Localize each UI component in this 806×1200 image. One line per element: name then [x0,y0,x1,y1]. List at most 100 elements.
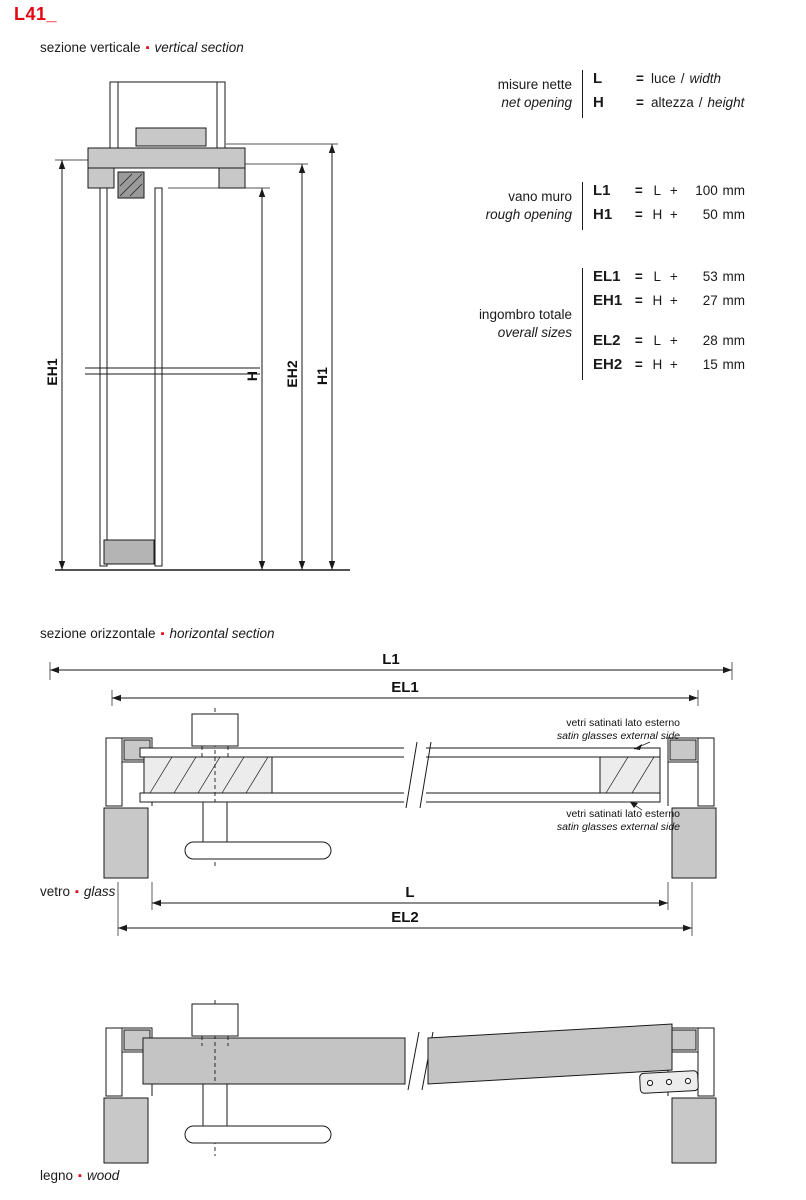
value-en: height [707,95,745,110]
overall-sizes-label-en: overall sizes [497,325,572,340]
plus-sign: + [669,293,678,308]
value-it: luce [651,71,676,86]
horizontal-section-label-en: horizontal section [169,626,275,641]
var-l1: L1 [593,182,611,199]
plus-sign: + [669,207,678,222]
table-row: EH2 = H + 15 mm [593,356,745,380]
page-title: L41_ [14,4,58,24]
wood-material-label: legno▪wood [40,1168,119,1183]
door-handle [184,1000,332,1156]
equals-sign: = [634,293,643,308]
satin-note-en: satin glasses external side [557,730,680,742]
dim-label-el1: EL1 [391,679,419,696]
glass-panel [139,741,661,809]
satin-glass-note-bottom: vetri satinati lato esterno satin glasse… [557,801,680,833]
formula-unit: mm [722,357,746,372]
rough-opening-label: vano muro rough opening [486,188,582,223]
right-spacer [599,756,661,794]
overall-sizes-group: ingombro totale overall sizes EL1 = L + … [479,268,745,380]
plus-sign: + [669,183,678,198]
formula-base: H [652,357,663,372]
formula-base: H [652,293,663,308]
formula-amount: 27 [702,293,718,308]
var-l: L [593,70,603,87]
overall-sizes-label-it: ingombro totale [478,307,572,323]
table-divider [582,268,583,380]
overall-sizes-label: ingombro totale overall sizes [479,306,582,341]
dim-label-eh1: EH1 [44,358,60,385]
var-h1: H1 [593,206,613,223]
table-row: EL1 = L + 53 mm [593,268,745,292]
vertical-section-label-en: vertical section [154,40,244,55]
equals-sign: = [634,207,643,222]
formula-unit: mm [722,183,746,198]
vertical-section-label-it: sezione verticale [40,40,141,55]
vertical-section-drawing: EH1 H EH2 H1 [44,81,350,571]
var-eh1: EH1 [593,292,623,309]
var-eh2: EH2 [593,356,623,373]
rough-opening-label-it: vano muro [508,189,572,205]
table-divider [582,182,583,230]
left-jamb [103,1027,153,1164]
formula-amount: 53 [702,269,718,284]
wood-panel [142,1023,699,1094]
formula-amount: 15 [702,357,718,372]
door-vertical-profile [55,81,350,571]
var-el2: EL2 [593,332,621,349]
lock-plate [639,1070,699,1094]
formula-base: L [653,183,662,198]
wood-label-en: wood [86,1168,120,1183]
net-opening-label: misure nette net opening [498,76,582,111]
satin-note-it: vetri satinati lato esterno [566,717,680,729]
plus-sign: + [669,357,678,372]
var-el1: EL1 [593,268,621,285]
formula-unit: mm [722,269,746,284]
var-h: H [593,94,604,111]
net-opening-label-it: misure nette [497,77,572,93]
table-divider [582,70,583,118]
horizontal-section-label: sezione orizzontale ▪ horizontal section [40,626,275,641]
equals-sign: = [634,183,643,198]
dim-label-h: H [244,371,260,381]
vertical-section-label: sezione verticale ▪ vertical section [40,40,244,55]
table-row: L1 = L + 100 mm [593,182,745,206]
vertical-dimensions: EH1 H EH2 H1 [44,143,338,570]
equals-sign: = [634,357,643,372]
formula-base: L [653,333,662,348]
glass-material-label: vetro ▪ glass [40,884,115,899]
horizontal-section-label-it: sezione orizzontale [40,626,156,641]
formula-amount: 100 [695,183,718,198]
dim-l: L [151,882,669,910]
net-opening-label-en: net opening [501,95,572,110]
dim-label-eh2: EH2 [284,360,300,387]
equals-sign: = [634,269,643,284]
value-en: width [689,71,722,86]
red-bullet-icon: ▪ [160,628,165,640]
right-jamb [667,737,717,879]
table-row: H = altezza / height [593,94,745,118]
plus-sign: + [669,333,678,348]
red-bullet-icon: ▪ [145,42,150,54]
formula-unit: mm [722,333,746,348]
formula-amount: 28 [702,333,718,348]
wood-label-it: legno [40,1168,74,1183]
formula-amount: 50 [702,207,718,222]
table-row: L = luce / width [593,70,745,94]
slash-sign: / [680,71,685,86]
glass-label-it: vetro [40,884,71,899]
formula-unit: mm [722,293,746,308]
dim-label-h1: H1 [314,367,330,385]
right-jamb [667,1027,717,1164]
glass-label-en: glass [83,884,116,899]
table-row: EL2 = L + 28 mm [593,332,745,356]
left-spacer [143,756,273,794]
plus-sign: + [669,269,678,284]
dim-l1: L1 [49,651,733,680]
satin-note-en: satin glasses external side [557,821,680,833]
table-row: EH1 = H + 27 mm [593,292,745,316]
red-bullet-icon: ▪ [75,886,79,898]
dim-label-el2: EL2 [391,909,419,926]
dim-el1: EL1 [111,679,699,706]
value-it: altezza [651,95,694,110]
